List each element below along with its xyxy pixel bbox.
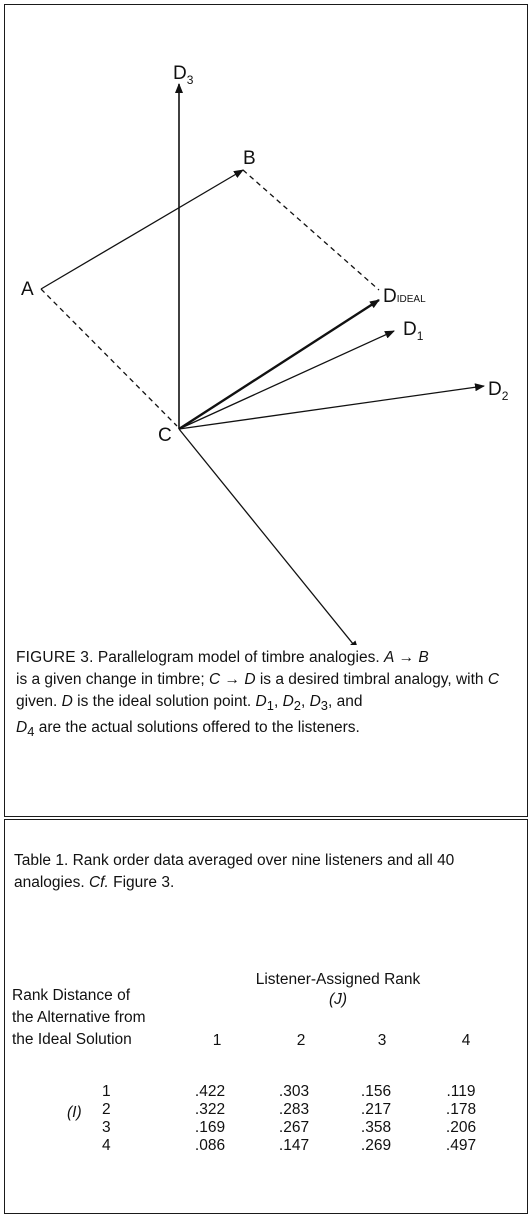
- label-b: B: [243, 148, 256, 169]
- col-header-4: 4: [461, 1032, 471, 1049]
- cell-3-2: .267: [278, 1119, 310, 1136]
- cell-3-1: .169: [194, 1119, 226, 1136]
- label-d2: D2: [488, 379, 509, 403]
- cell-2-3: .217: [360, 1101, 392, 1118]
- cell-3-3: .358: [360, 1119, 392, 1136]
- figure-caption: FIGURE 3. Parallelogram model of timbre …: [16, 649, 500, 740]
- dashed-edge-b-dideal: [242, 169, 380, 291]
- cell-1-2: .303: [278, 1083, 310, 1100]
- col-group-var: (J): [328, 991, 348, 1008]
- arrow-c-to-d2: [178, 383, 485, 430]
- cell-3-4: .206: [445, 1119, 477, 1136]
- cell-1-4: .119: [446, 1083, 476, 1100]
- cell-4-2: .147: [278, 1137, 310, 1154]
- col-header-3: 3: [377, 1032, 387, 1049]
- row-header-line-1: Rank Distance of: [12, 987, 131, 1004]
- arrow-c-to-d1: [178, 330, 395, 430]
- row-var-label: (I): [67, 1104, 82, 1121]
- cell-4-1: .086: [194, 1137, 226, 1154]
- label-d3: D3: [173, 63, 194, 87]
- table-title: Table 1. Rank order data averaged over n…: [14, 852, 455, 891]
- arrow-a-to-b: [40, 169, 244, 290]
- cell-2-4: .178: [445, 1101, 477, 1118]
- row-label-3: 3: [102, 1119, 111, 1136]
- cell-1-1: .422: [194, 1083, 226, 1100]
- col-header-1: 1: [212, 1032, 222, 1049]
- row-header-line-3: the Ideal Solution: [12, 1031, 132, 1048]
- row-label-1: 1: [102, 1083, 111, 1100]
- parallelogram-diagram: A B C D3 DIDEAL D1 D2 D4: [21, 63, 509, 645]
- label-dideal: DIDEAL: [383, 286, 426, 307]
- col-header-2: 2: [296, 1032, 306, 1049]
- cell-4-4: .497: [445, 1137, 477, 1154]
- figure-panel: A B C D3 DIDEAL D1 D2 D4 FIGURE 3. Paral…: [4, 4, 528, 817]
- cell-2-2: .283: [278, 1101, 310, 1118]
- row-header-line-2: the Alternative from: [12, 1009, 146, 1026]
- table-panel: Table 1. Rank order data averaged over n…: [4, 819, 528, 1214]
- arrow-c-to-d4: [178, 428, 359, 645]
- cell-2-1: .322: [194, 1101, 226, 1118]
- label-a: A: [21, 279, 34, 300]
- figure-caption-lead: FIGURE 3.: [16, 649, 94, 666]
- cell-1-3: .156: [360, 1083, 392, 1100]
- row-label-4: 4: [102, 1137, 111, 1154]
- cell-4-3: .269: [360, 1137, 392, 1154]
- arrow-c-to-dideal: [178, 298, 380, 431]
- label-d1: D1: [403, 319, 424, 343]
- col-group-header: Listener-Assigned Rank: [255, 971, 421, 988]
- dashed-edge-a-c: [40, 288, 178, 427]
- row-label-2: 2: [102, 1101, 111, 1118]
- label-c: C: [158, 425, 172, 446]
